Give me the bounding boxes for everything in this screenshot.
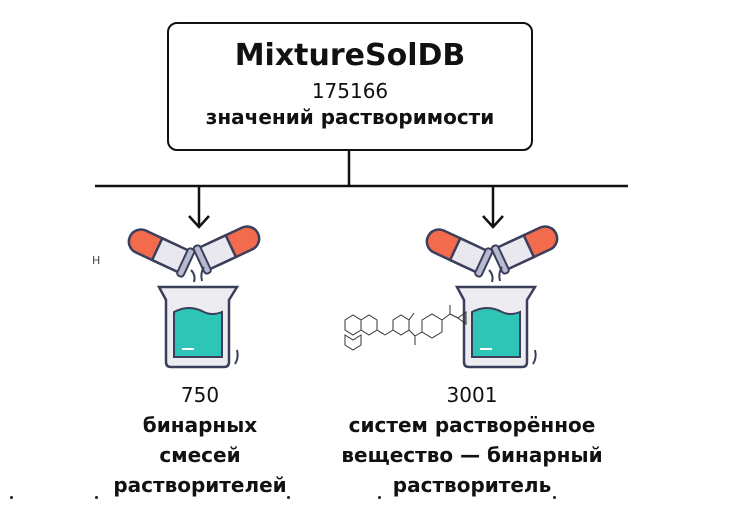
database-title: MixtureSolDB: [234, 38, 466, 73]
branch-label-line: вещество — бинарный: [341, 443, 603, 467]
dot: [378, 496, 381, 499]
beaker-mixing-icon-right: [420, 218, 564, 369]
beaker-mixing-icon-left: [122, 218, 266, 369]
total-label: значений растворимости: [205, 105, 495, 129]
branch-label-line: смесей: [159, 443, 241, 467]
dot: [553, 496, 556, 499]
total-count: 175166: [311, 79, 389, 103]
branch-solute-systems: 3001 систем растворённое вещество — бина…: [322, 380, 622, 500]
branch-count: 3001: [446, 383, 498, 407]
dot: [10, 496, 13, 499]
dot: [287, 496, 290, 499]
branch-label-line: растворителей: [113, 473, 287, 497]
branch-label-line: систем растворённое: [348, 413, 596, 437]
branch-binary-mixtures: 750 бинарных смесей растворителей: [90, 380, 310, 500]
fragment-label: H: [92, 254, 101, 267]
branch-label-line: растворитель: [392, 473, 552, 497]
molecule-structure-icon: [344, 305, 467, 351]
dot: [95, 496, 98, 499]
branch-count: 750: [180, 383, 220, 407]
database-box: MixtureSolDB 175166 значений растворимос…: [167, 22, 533, 151]
branch-label-line: бинарных: [142, 413, 258, 437]
